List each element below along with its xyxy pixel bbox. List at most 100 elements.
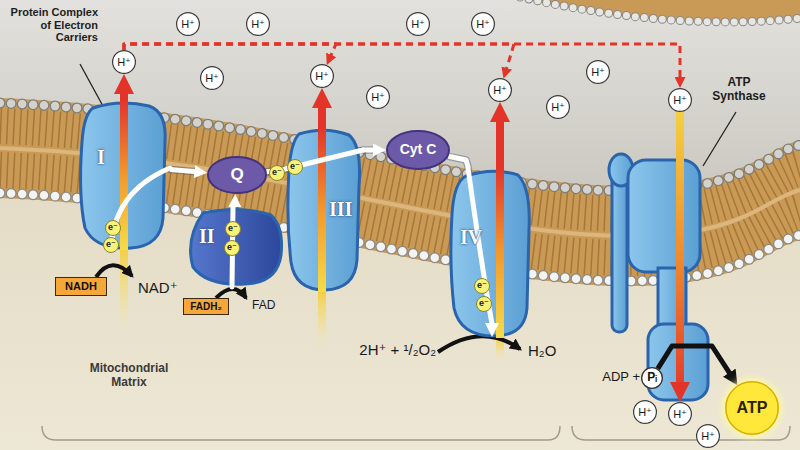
reaction-arrow (438, 336, 520, 352)
electron: e⁻ (287, 159, 303, 175)
node-text: ATP (737, 399, 768, 417)
node-text: Q (230, 166, 243, 185)
coenzyme-box: FADH₂ (183, 298, 229, 315)
connector (170, 170, 197, 172)
proton: H⁺ (668, 402, 692, 426)
proton-path (120, 250, 128, 330)
proton: H⁺ (696, 424, 720, 448)
electron-path (111, 168, 170, 250)
proton: H⁺ (668, 88, 692, 112)
bracket (42, 426, 560, 440)
electron-carrier: Cyt C (386, 130, 450, 170)
node-text: II (199, 225, 215, 247)
phosphate-circle: Pᵢ (641, 367, 663, 389)
shape-fill (472, 13, 495, 36)
complex-shape (75, 100, 170, 250)
node-text: H⁺ (493, 84, 507, 96)
connector (496, 118, 504, 168)
label-text: Mitochondrial Matrix (74, 362, 184, 390)
label-text: NAD⁺ (138, 279, 188, 296)
node-text: H⁺ (673, 94, 687, 106)
label-text: Protein Complex of Electron Carriers (4, 6, 98, 44)
protein-complex: Ie⁻ e⁻ (75, 100, 170, 250)
shape-fill (177, 13, 200, 36)
proton-path (318, 292, 326, 347)
node-text: Cyt C (400, 142, 437, 157)
shape-fill (726, 382, 779, 435)
synthase-f0 (628, 160, 700, 272)
proton: H⁺ (310, 64, 334, 88)
node-text: Pᵢ (647, 371, 657, 384)
proton: H⁺ (406, 12, 430, 36)
label-text: FAD (252, 299, 292, 313)
node-text: e⁻ (227, 243, 237, 253)
label-box: Protein Complex of Electron Carriers (4, 6, 98, 44)
proton: H⁺ (112, 50, 136, 74)
shape-fill (225, 241, 240, 256)
node-text: H⁺ (117, 56, 131, 68)
reaction-arrow (96, 265, 132, 277)
node-text: H⁺ (251, 18, 265, 30)
shape-fill (489, 79, 512, 102)
proton: H⁺ (200, 66, 224, 90)
node-text: FADH₂ (190, 301, 222, 312)
shape-fill (247, 13, 270, 36)
complex-shape (448, 168, 532, 338)
proton-path (318, 128, 326, 292)
proton: H⁺ (471, 12, 495, 36)
node-text: H⁺ (371, 91, 385, 103)
electron: e⁻ (105, 220, 121, 236)
shape-fill (106, 221, 121, 236)
shape-fill (288, 160, 303, 175)
proton: H⁺ (176, 12, 200, 36)
shape-fill (669, 403, 692, 426)
connector (318, 104, 326, 128)
protein-complex: IIIe⁻ (285, 128, 363, 292)
node-text: H⁺ (181, 18, 195, 30)
node-text: IV (460, 226, 482, 248)
shape-fill (387, 131, 449, 169)
node-text: I (97, 146, 105, 168)
node-text: H⁺ (315, 70, 329, 82)
label-box: Mitochondrial Matrix (74, 362, 184, 390)
node-text: H⁺ (701, 430, 715, 442)
shape-fill (270, 166, 285, 181)
node-text: e⁻ (106, 240, 116, 250)
label-box: H₂O (528, 342, 578, 359)
shape-fill (547, 96, 570, 119)
proton: H⁺ (546, 95, 570, 119)
shape-fill (475, 279, 490, 294)
node-text: e⁻ (108, 223, 118, 233)
label-box: ADP + (580, 370, 640, 385)
label-box: ATP Synthase (704, 76, 774, 104)
leader-line (703, 112, 736, 166)
shape-fill (226, 222, 241, 237)
node-text: e⁻ (477, 281, 487, 291)
label-text: 2H⁺ + ¹/₂O₂ (326, 341, 436, 358)
reaction-arrow (216, 289, 246, 298)
shape-fill (407, 13, 430, 36)
shape-fill (113, 51, 136, 74)
shape-fill (587, 61, 610, 84)
shape-fill (311, 65, 334, 88)
node-text: e⁻ (290, 162, 300, 172)
proton: H⁺ (488, 78, 512, 102)
node-text: H⁺ (476, 18, 490, 30)
label-text: ADP + (580, 370, 640, 385)
shape-fill (201, 67, 224, 90)
node-text: e⁻ (272, 168, 282, 178)
electron: e⁻ (269, 165, 285, 181)
connector (658, 346, 731, 375)
synthase-stator (612, 172, 627, 332)
coenzyme-box: NADH (55, 277, 107, 296)
electron: e⁻ (103, 237, 119, 253)
electron-path-head (485, 323, 499, 337)
node-text: e⁻ (228, 224, 238, 234)
complex-outline (191, 209, 282, 284)
phospholipid-heads (520, 0, 800, 22)
shape-fill (477, 297, 492, 312)
label-text: H₂O (528, 342, 578, 359)
electron: e⁻ (225, 221, 241, 237)
